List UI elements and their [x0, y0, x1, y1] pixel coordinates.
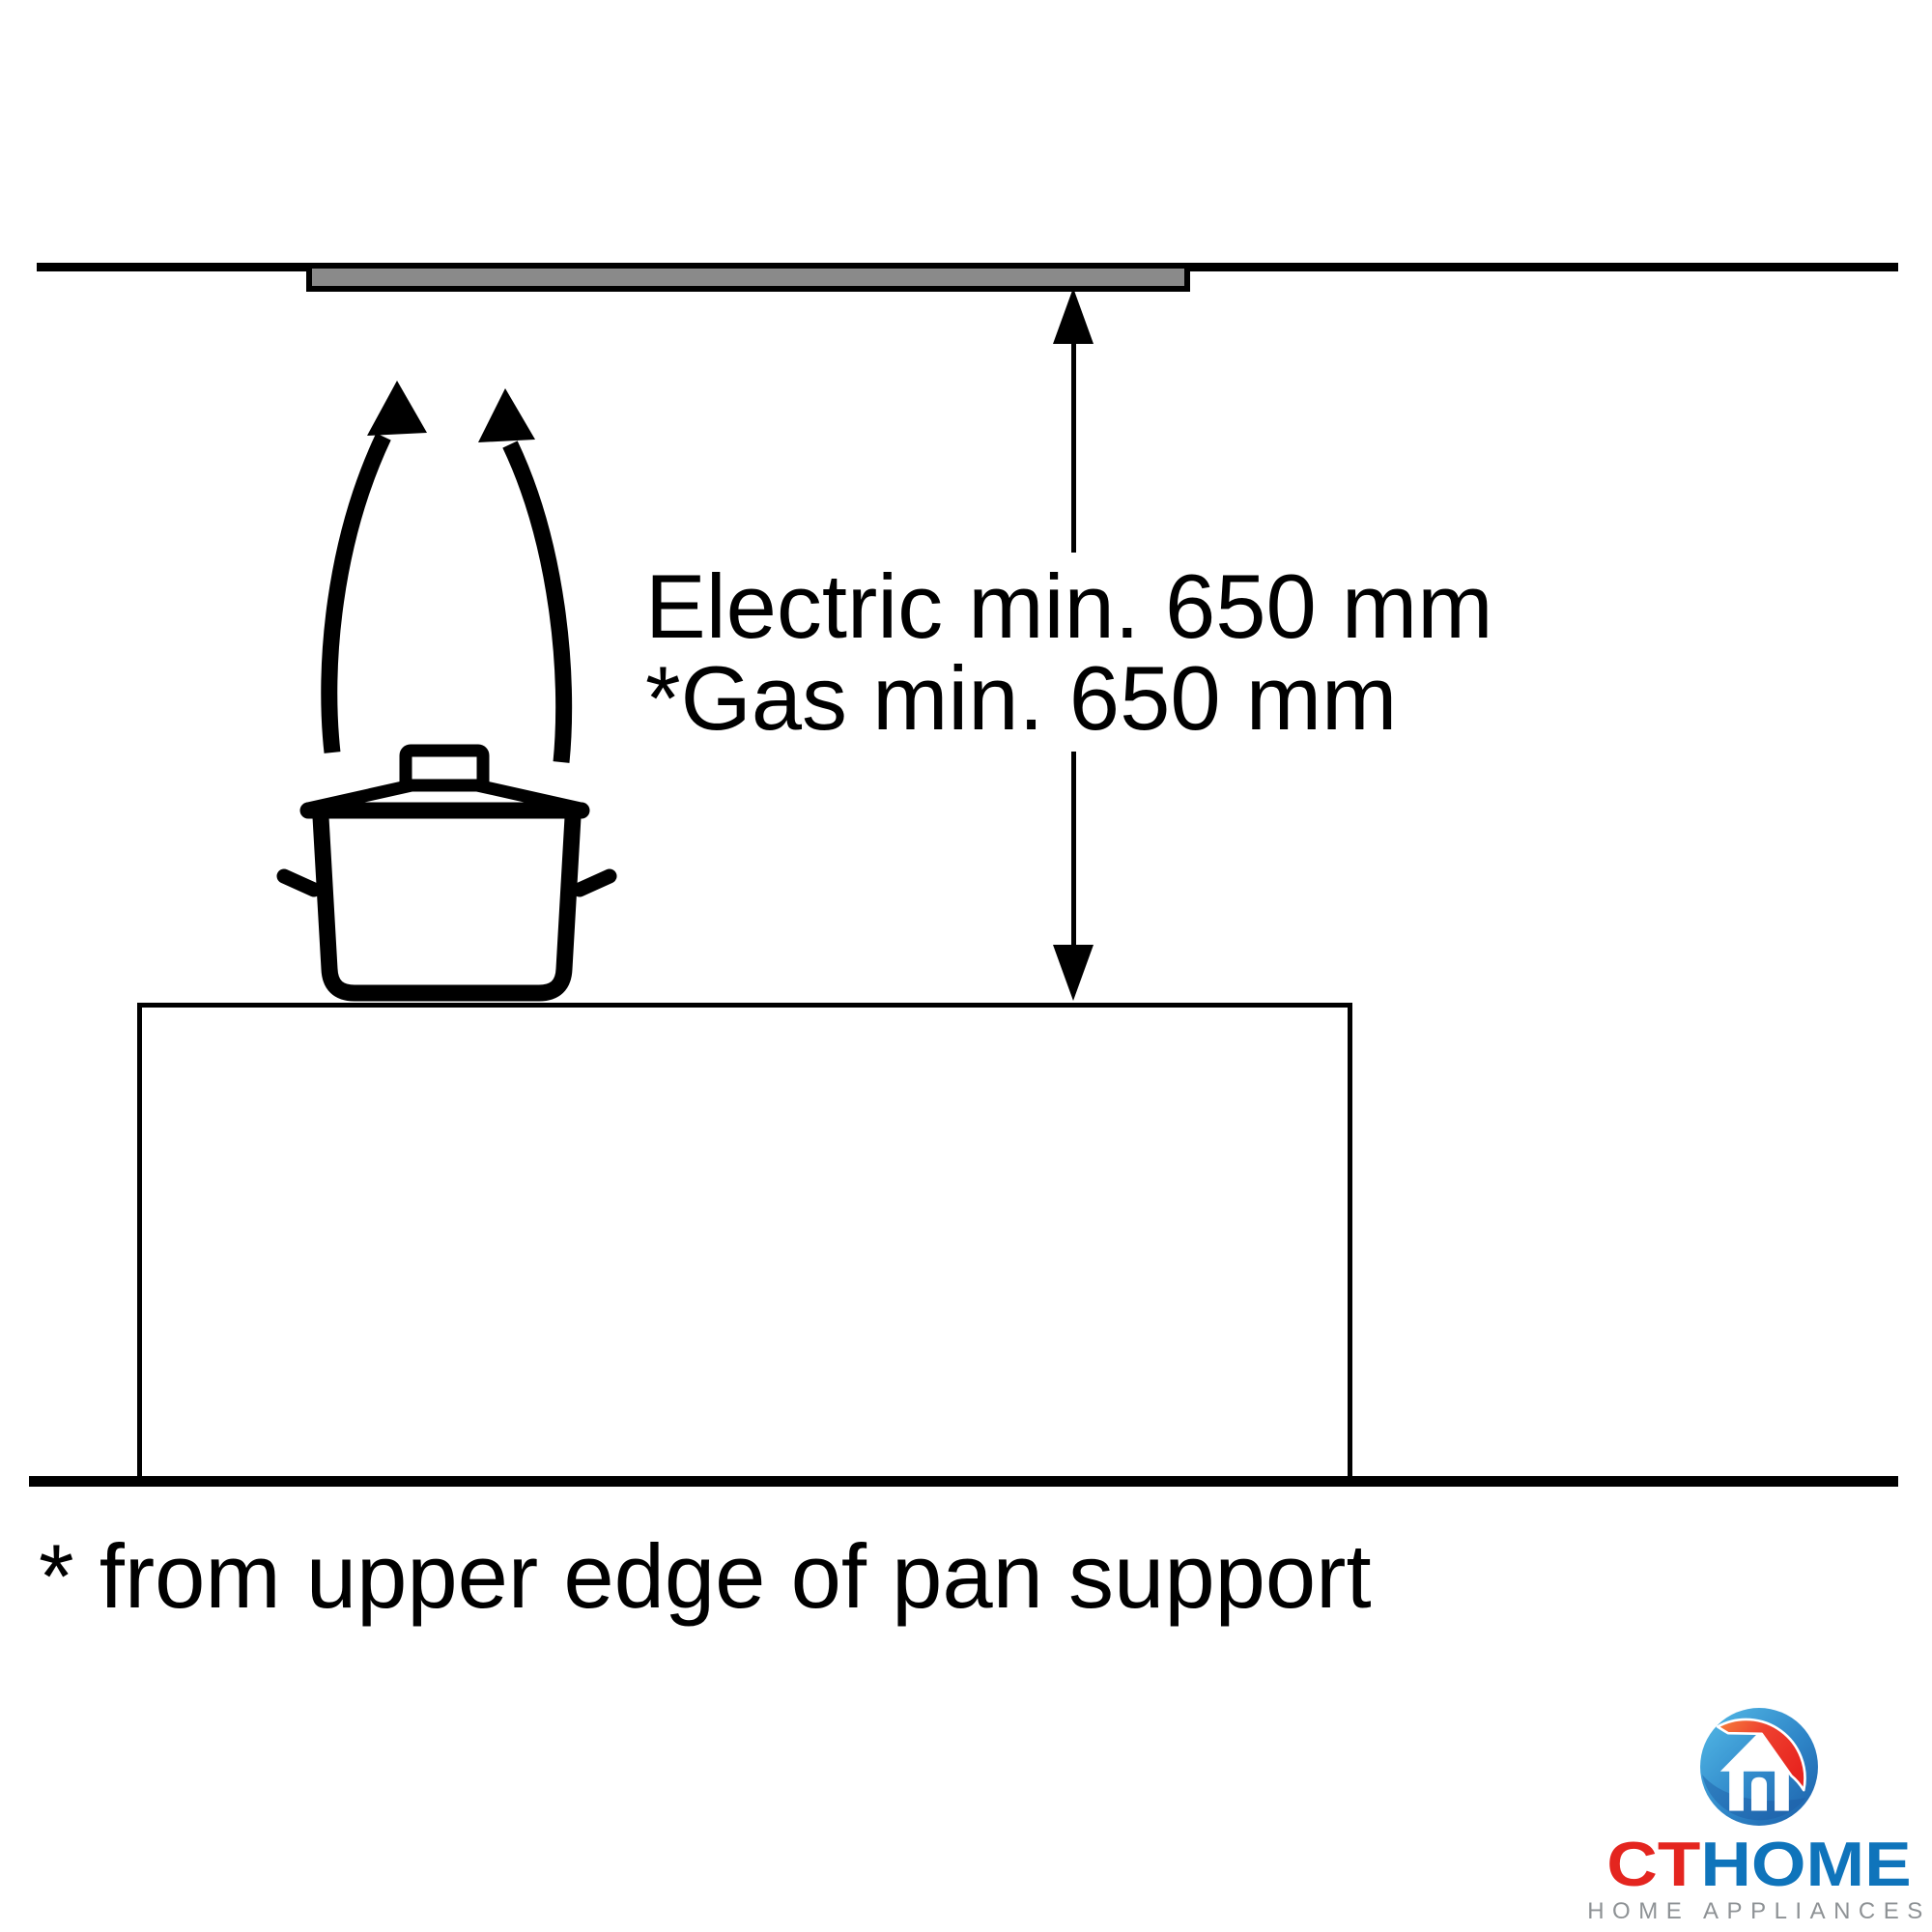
brand-ct: CT	[1606, 1829, 1701, 1899]
dimension-labels: Electric min. 650 mm *Gas min. 650 mm	[641, 553, 1503, 752]
electric-clearance-label: Electric min. 650 mm	[645, 555, 1493, 657]
steam-arrow-left-icon	[321, 381, 427, 753]
brand-wordmark: CTHOME	[1550, 1833, 1932, 1895]
house-logo-icon	[1700, 1708, 1818, 1826]
floor-line	[29, 1476, 1898, 1487]
pot-icon	[276, 744, 617, 1002]
arrow-down-icon	[1053, 945, 1094, 1001]
steam-arrow-right-icon	[478, 388, 573, 763]
cthome-logo: CTHOME HOME APPLIANCES	[1573, 1702, 1932, 1925]
footnote: * from upper edge of pan support	[39, 1525, 1372, 1627]
brand-tagline: HOME APPLIANCES	[1587, 1898, 1931, 1924]
brand-home: HOME	[1700, 1829, 1912, 1899]
cooker-hood-bar	[306, 263, 1190, 292]
counter-outline	[137, 1003, 1352, 1481]
arrow-up-icon	[1053, 288, 1094, 344]
gas-clearance-label: *Gas min. 650 mm	[645, 647, 1398, 749]
